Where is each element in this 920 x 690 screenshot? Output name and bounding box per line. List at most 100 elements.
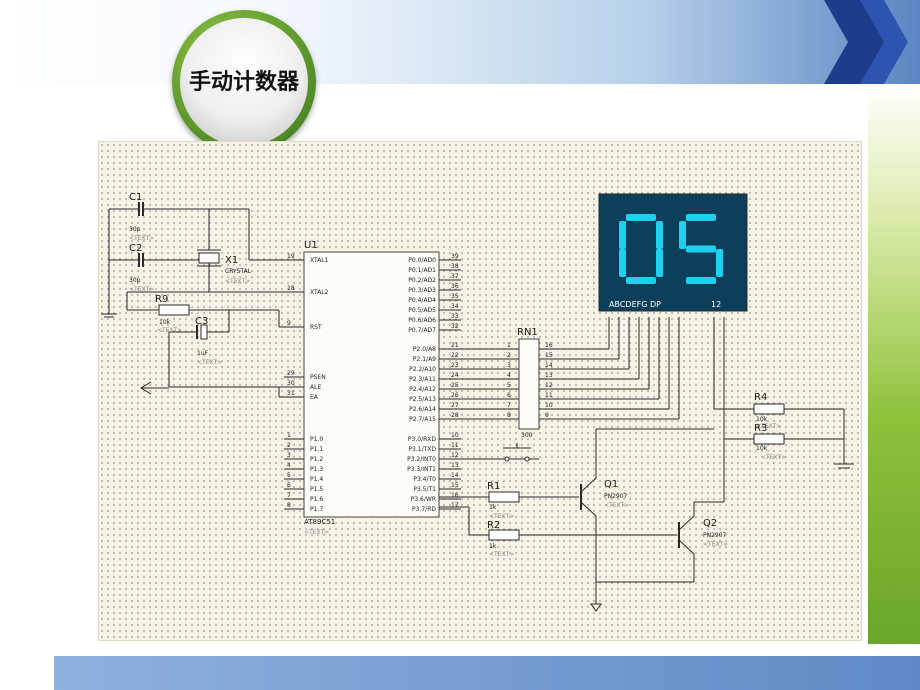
mcu-right-pin-name: P2.5/A13 — [409, 396, 436, 403]
mcu-right-pin-number: 12 — [451, 452, 459, 459]
rn1-right-pin-number: 13 — [545, 372, 553, 379]
display-segment-e — [619, 249, 626, 277]
mcu-left-pin-number: 3 — [287, 452, 291, 459]
u1-part: AT89C51 — [304, 518, 335, 526]
x1-text-tag: <TEXT> — [225, 278, 250, 285]
mcu-right-pin-number: 22 — [451, 352, 459, 359]
mcu-right-pin-number: 21 — [451, 342, 459, 349]
rn1-value: 300 — [521, 432, 533, 439]
display-segment-f — [619, 221, 626, 249]
mcu-right-pin-name: P3.6/WR — [411, 496, 436, 503]
display-segment-c — [656, 249, 663, 277]
mcu-right-pin-number: 33 — [451, 313, 459, 320]
mcu-left-pin-name: ALE — [310, 384, 321, 391]
mcu-left-pin-number: 4 — [287, 462, 291, 469]
title-badge-disc — [180, 18, 308, 146]
display-digit-label: 12 — [711, 300, 721, 309]
u1-text-tag: <TEXT> — [304, 529, 329, 536]
display-segment-b — [656, 221, 663, 249]
footer-band — [54, 656, 920, 690]
mcu-left-pin-number: 29 — [287, 370, 295, 377]
mcu-right-pin-name: P0.3/AD3 — [408, 287, 436, 294]
slide-title: 手动计数器 — [188, 70, 299, 95]
mcu-right-pin-name: P2.7/A15 — [409, 416, 436, 423]
display-segment-a — [626, 214, 656, 221]
mcu-left-pin-name: P1.0 — [310, 436, 323, 443]
r9-value: 10k — [159, 319, 171, 326]
mcu-left-pin-name: P1.4 — [310, 476, 323, 483]
rn1-right-pin-number: 12 — [545, 382, 553, 389]
mcu-right-pin-name: P0.7/AD7 — [408, 327, 436, 334]
mcu-left-pin-number: 19 — [287, 253, 295, 260]
mcu-left-pin-name: RST — [310, 324, 322, 331]
mcu-right-pin-name: P0.0/AD0 — [408, 257, 436, 264]
mcu-right-pin-number: 17 — [451, 502, 459, 509]
mcu-right-pin-name: P0.1/AD1 — [408, 267, 436, 274]
rn1-right-pin-number: 14 — [545, 362, 553, 369]
q2-text-tag: <TEXT> — [703, 541, 728, 548]
q1-ref: Q1 — [604, 479, 618, 490]
mcu-right-pin-name: P3.1/TXD — [408, 446, 436, 453]
mcu-left-pin-number: 6 — [287, 482, 291, 489]
r3-text-tag: <TEXT> — [761, 454, 786, 461]
mcu-right-pin-name: P3.7/RD — [412, 506, 436, 513]
r3-ref: R3 — [754, 423, 767, 434]
mcu-right-pin-number: 36 — [451, 283, 459, 290]
mcu-left-pin-number: 9 — [287, 320, 291, 327]
mcu-right-pin-number: 32 — [451, 323, 459, 330]
display-segment-d — [686, 277, 716, 284]
c2-ref: C2 — [129, 243, 142, 254]
mcu-left-pin-name: P1.7 — [310, 506, 323, 513]
mcu-right-pin-number: 26 — [451, 392, 459, 399]
mcu-right-pin-name: P2.4/A12 — [409, 386, 436, 393]
mcu-right-pin-name: P3.5/T1 — [413, 486, 436, 493]
display-segment-c — [716, 249, 723, 277]
mcu-right-pin-number: 24 — [451, 372, 459, 379]
display-segment-g — [686, 245, 716, 253]
mcu-right-pin-number: 27 — [451, 402, 459, 409]
mcu-right-pin-name: P3.0/RXD — [408, 436, 436, 443]
r2-ref: R2 — [487, 520, 500, 531]
mcu-left-pin-number: 30 — [287, 380, 295, 387]
c1-text-tag: <TEXT> — [129, 235, 154, 242]
r1-ref: R1 — [487, 481, 500, 492]
mcu-right-pin-number: 39 — [451, 253, 459, 260]
rn1-left-pin-number: 8 — [507, 412, 511, 419]
mcu-left-pin-number: 1 — [287, 432, 291, 439]
r4-value: 10k — [756, 416, 768, 423]
mcu-left-pin-number: 31 — [287, 390, 295, 397]
mcu-left-pin-name: P1.1 — [310, 446, 323, 453]
c3-text-tag: <TEXT> — [197, 359, 222, 366]
mcu-right-pin-name: P2.6/A14 — [409, 406, 436, 413]
mcu-left-pin-name: EA — [310, 394, 319, 401]
rn1-left-pin-number: 3 — [507, 362, 511, 369]
r4-ref: R4 — [754, 392, 767, 403]
r2-value: 1k — [489, 543, 497, 550]
mcu-right-pin-number: 25 — [451, 382, 459, 389]
mcu-right-pin-number: 13 — [451, 462, 459, 469]
mcu-left-pin-name: XTAL1 — [310, 257, 329, 264]
right-accent-bar — [868, 84, 920, 644]
x1-ref: X1 — [225, 255, 238, 266]
mcu-right-pin-name: P0.4/AD4 — [408, 297, 436, 304]
r3-value: 10k — [756, 445, 768, 452]
c2-value: 30p — [129, 277, 141, 284]
seven-segment-digits — [619, 214, 723, 284]
rn1-left-pin-number: 2 — [507, 352, 511, 359]
x1-part: CRYSTAL — [225, 268, 252, 275]
mcu-right-pin-name: P2.1/A9 — [413, 356, 436, 363]
rn1-right-pin-number: 10 — [545, 402, 553, 409]
mcu-left-pin-name: P1.2 — [310, 456, 323, 463]
q2-part: PN2907 — [703, 532, 727, 539]
display-segment-a — [686, 214, 716, 221]
mcu-left-pin-number: 2 — [287, 442, 291, 449]
r9-text-tag: <TEXT> — [157, 327, 182, 334]
rn1-left-pin-number: 5 — [507, 382, 511, 389]
mcu-left-pin-name: P1.3 — [310, 466, 323, 473]
r1-text-tag: <TEXT> — [489, 513, 514, 520]
mcu-right-pin-name: P0.2/AD2 — [408, 277, 436, 284]
c2-text-tag: <TEXT> — [129, 286, 154, 293]
rn1-ref: RN1 — [517, 327, 538, 338]
rn1-right-pin-number: 16 — [545, 342, 553, 349]
mcu-left-pin-name: XTAL2 — [310, 289, 329, 296]
